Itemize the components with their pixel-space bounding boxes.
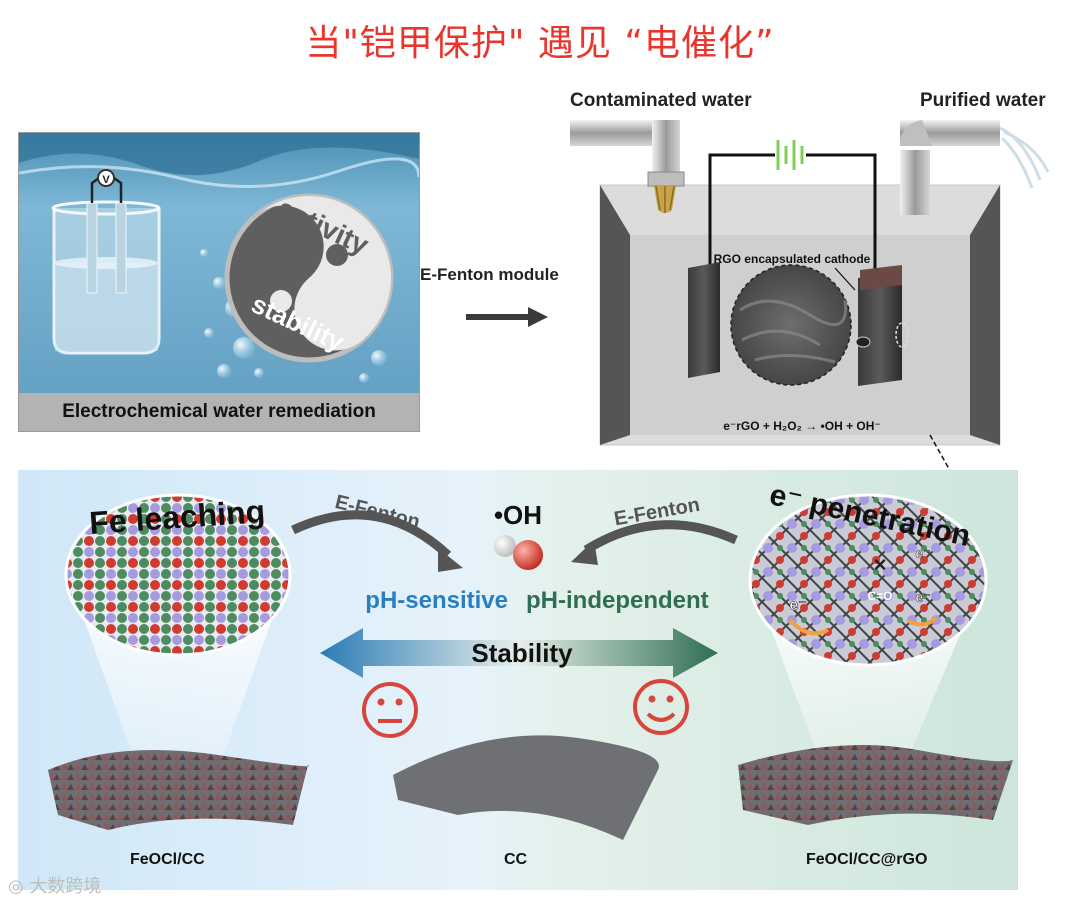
electron-label-3: e⁻ [915,589,930,605]
right-material-label: FeOCl/CC@rGO [806,851,928,868]
module-arrow-icon [466,307,548,327]
voltmeter-label: V [102,174,110,186]
panel-caption: Electrochemical water remediation [19,393,419,431]
page-title: 当"铠甲保护" 遇见 “电催化” [305,23,775,64]
watermark-text: 大数跨境 [29,876,102,897]
electron-path-icon [906,616,938,627]
right-efenton-arrow-icon [583,520,738,554]
water-remediation-panel: V activity stability Electrochemical wat… [18,132,420,432]
reaction-equation: e⁻rGO + H₂O₂ → •OH + OH⁻ [723,419,881,433]
neutral-face-icon [362,682,418,738]
left-substrate [48,750,309,830]
sem-image [730,264,852,386]
cathode-label: RGO encapsulated cathode [714,252,871,266]
module-arrow-label: E-Fenton module [420,265,559,284]
right-substrate [738,745,1013,825]
left-atom-disk [64,493,292,657]
cathode-plate [855,265,909,386]
left-material-label: FeOCl/CC [130,851,205,868]
beaker-icon: V [51,169,161,355]
yinyang-icon: activity stability [224,192,394,363]
left-efenton-arrow-icon [291,510,452,559]
inlet-pipe-icon [570,120,685,213]
watermark-logo-icon: ◎ [8,876,30,897]
ph-independent-label: pH-independent [526,587,709,614]
bond-label: C=O [867,589,892,603]
cross-mark: × [874,552,887,577]
hydrogen-atom-icon [494,535,516,557]
center-material-label: CC [504,851,528,868]
left-efenton-label: E-Fenton [333,491,422,533]
electron-label-1: e⁻ [789,597,806,614]
outlet-label: Purified water [920,90,1046,111]
radical-label: •OH [494,500,542,530]
watermark: ◎ 大数跨境 [8,872,101,898]
electron-label-2: e⁻ [915,545,930,561]
water-scene: V activity stability [19,133,419,431]
battery-icon [708,140,877,280]
ph-sensitive-label: pH-sensitive [365,587,508,614]
voltmeter-icon [97,169,115,187]
outlet-pipe-icon [900,120,1050,215]
stability-label: Stability [471,638,573,668]
reactor-diagram: RGO encapsulated cathode e⁻rGO + H₂O₂ → … [570,120,1050,470]
electron-path-icon [788,618,829,636]
comparison-diagram: × C=O e⁻ e⁻ e⁻ Fe leaching e⁻ penetratio… [48,478,1013,840]
inlet-label: Contaminated water [570,90,752,111]
stability-arrow-icon [320,628,718,678]
anode-plate [688,262,720,378]
oxygen-atom-icon [513,540,543,570]
smiley-face-icon [633,679,689,735]
center-substrate [393,735,659,840]
